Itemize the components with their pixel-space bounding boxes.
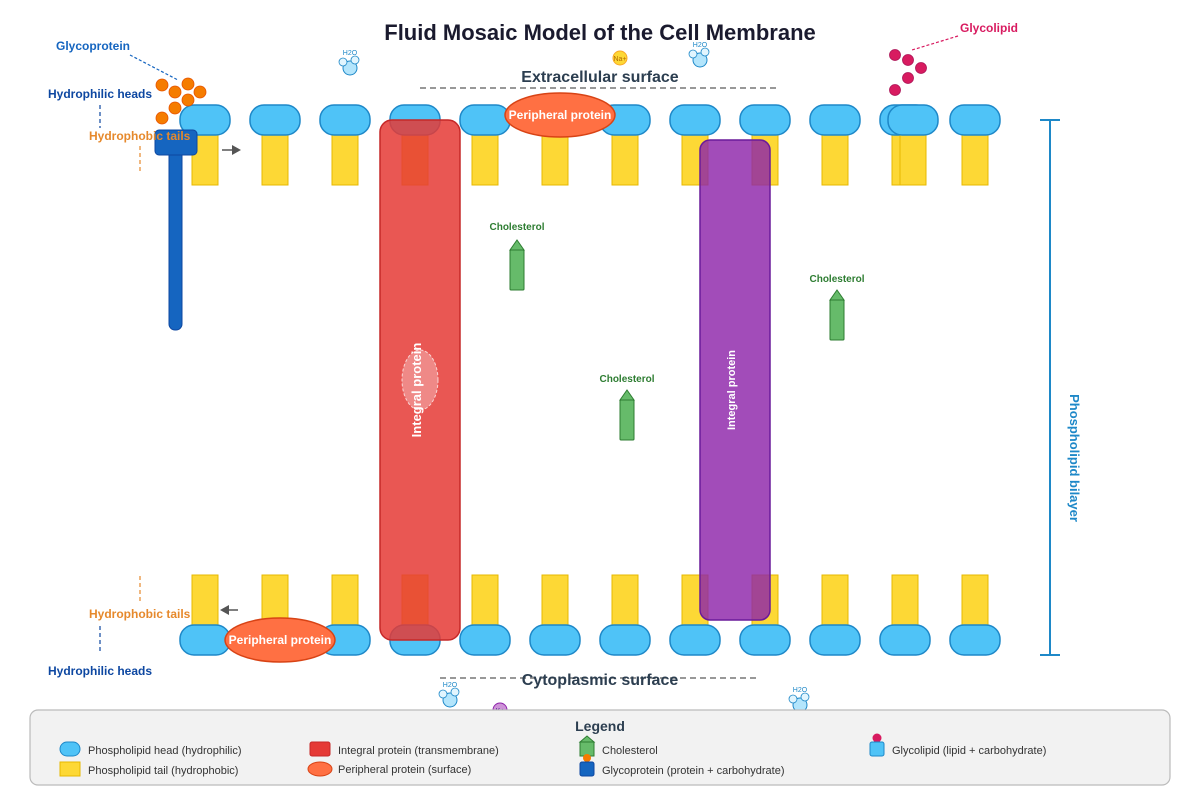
phospholipid-head xyxy=(599,624,651,656)
integral-protein-label-1: Integral protein xyxy=(409,343,424,438)
phospholipid-tail xyxy=(191,574,219,626)
phospholipid-tail xyxy=(611,134,639,186)
phospholipid-head xyxy=(669,104,721,136)
glycoprotein-label: Glycoprotein xyxy=(56,39,130,53)
peripheral-protein-label-bottom: Peripheral protein xyxy=(229,633,332,647)
phospholipid-head xyxy=(459,104,511,136)
protein-channel-pore xyxy=(401,349,439,411)
legend-glycolipid-swatch xyxy=(869,733,885,757)
phospholipid-tail xyxy=(261,134,289,186)
phospholipid-head xyxy=(739,104,791,136)
phospholipid-tail xyxy=(541,134,569,186)
phospholipid-head xyxy=(319,104,371,136)
legend-integral-swatch xyxy=(309,741,331,757)
legend-item-head: Phospholipid head (hydrophilic) xyxy=(88,745,241,757)
integral-protein-purple xyxy=(699,139,771,621)
water-molecule-icon: H2O xyxy=(788,687,810,713)
phospholipid-tail xyxy=(331,574,359,626)
glycoprotein-carbohydrate-chain xyxy=(155,77,207,125)
phospholipid-tail xyxy=(471,574,499,626)
cholesterol-1: Cholesterol xyxy=(489,222,545,291)
legend-item-cholesterol: Cholesterol xyxy=(602,745,658,757)
cholesterol-2: Cholesterol xyxy=(599,374,655,441)
phospholipid-head xyxy=(809,104,861,136)
cholesterol-label: Cholesterol xyxy=(489,222,544,233)
glycolipid xyxy=(887,49,939,186)
phospholipid-head xyxy=(879,624,931,656)
glycoprotein-pointer xyxy=(129,54,179,81)
water-molecule-icon: H2O xyxy=(438,682,460,708)
peripheral-protein-bottom xyxy=(224,617,336,663)
phospholipid-tail xyxy=(541,574,569,626)
hydrophilic-heads-label-top: Hydrophilic heads xyxy=(48,87,152,101)
glycolipid-pointer xyxy=(911,35,959,51)
cholesterol-3: Cholesterol xyxy=(809,274,865,341)
integral-protein-label-2: Integral protein xyxy=(726,350,738,430)
legend-item-peripheral: Peripheral protein (surface) xyxy=(338,764,471,776)
legend-item-tail: Phospholipid tail (hydrophobic) xyxy=(88,765,238,777)
glycoprotein-stalk xyxy=(168,139,183,331)
phospholipid-tail xyxy=(961,134,989,186)
arrowhead-right-icon xyxy=(232,145,241,155)
svg-text:Na+: Na+ xyxy=(613,56,626,63)
peripheral-protein-top xyxy=(504,92,616,138)
cholesterol-label: Cholesterol xyxy=(599,374,654,385)
legend-title: Legend xyxy=(575,718,625,734)
phospholipid-tail xyxy=(821,134,849,186)
phospholipid-tail xyxy=(261,574,289,626)
extracellular-surface-label: Extracellular surface xyxy=(521,69,679,86)
legend-item-glycolipid: Glycolipid (lipid + carbohydrate) xyxy=(892,745,1046,757)
phospholipid-head xyxy=(459,624,511,656)
legend-item-glycoprotein: Glycoprotein (protein + carbohydrate) xyxy=(602,765,785,777)
hydrophobic-tails-label-bottom: Hydrophobic tails xyxy=(89,607,191,621)
water-molecule-icon: H2O xyxy=(688,42,710,68)
svg-text:H2O: H2O xyxy=(343,50,358,57)
phospholipid-head xyxy=(249,104,301,136)
legend-head-swatch xyxy=(59,741,81,757)
legend-item-integral: Integral protein (transmembrane) xyxy=(338,745,499,757)
cholesterol-label: Cholesterol xyxy=(809,274,864,285)
diagram-title: Fluid Mosaic Model of the Cell Membrane xyxy=(384,20,816,45)
cytoplasmic-surface-label: Cytoplasmic surface xyxy=(522,672,679,689)
peripheral-protein-label-top: Peripheral protein xyxy=(509,108,612,122)
legend-cholesterol-swatch xyxy=(578,735,596,757)
phospholipid-head xyxy=(809,624,861,656)
phospholipid-tail xyxy=(961,574,989,626)
phospholipid-head xyxy=(949,104,1001,136)
phospholipid-head xyxy=(739,624,791,656)
phospholipid-tail xyxy=(611,574,639,626)
phospholipid-tail xyxy=(331,134,359,186)
glycolipid-label: Glycolipid xyxy=(960,21,1018,35)
glycoprotein-head xyxy=(154,129,198,156)
hydrophilic-heads-label-bottom: Hydrophilic heads xyxy=(48,664,152,678)
phospholipid-tail xyxy=(471,134,499,186)
phospholipid-head xyxy=(669,624,721,656)
phospholipid-tail xyxy=(821,574,849,626)
phospholipid-tail xyxy=(891,574,919,626)
hydrophobic-tails-label-top: Hydrophobic tails xyxy=(89,129,191,143)
phospholipid-head xyxy=(179,624,231,656)
svg-text:H2O: H2O xyxy=(793,687,808,694)
bottom-tail-row xyxy=(191,574,989,626)
legend-glycoprotein-swatch xyxy=(579,754,595,777)
integral-protein-red xyxy=(379,119,461,641)
water-molecule-icon: H2O xyxy=(338,50,360,76)
arrowhead-left-icon xyxy=(220,605,229,615)
phospholipid-head xyxy=(179,104,231,136)
bottom-head-row xyxy=(179,624,1001,656)
phospholipid-bilayer-label: Phospholipid bilayer xyxy=(1067,394,1082,522)
sodium-ion-icon: Na+ xyxy=(612,50,628,66)
legend-peripheral-swatch xyxy=(307,761,333,777)
svg-text:H2O: H2O xyxy=(443,682,458,689)
phospholipid-head xyxy=(529,624,581,656)
phospholipid-head xyxy=(949,624,1001,656)
legend-tail-swatch xyxy=(59,761,81,777)
top-tail-row xyxy=(191,134,989,186)
bilayer-bracket xyxy=(1040,119,1060,656)
svg-text:H2O: H2O xyxy=(693,42,708,49)
